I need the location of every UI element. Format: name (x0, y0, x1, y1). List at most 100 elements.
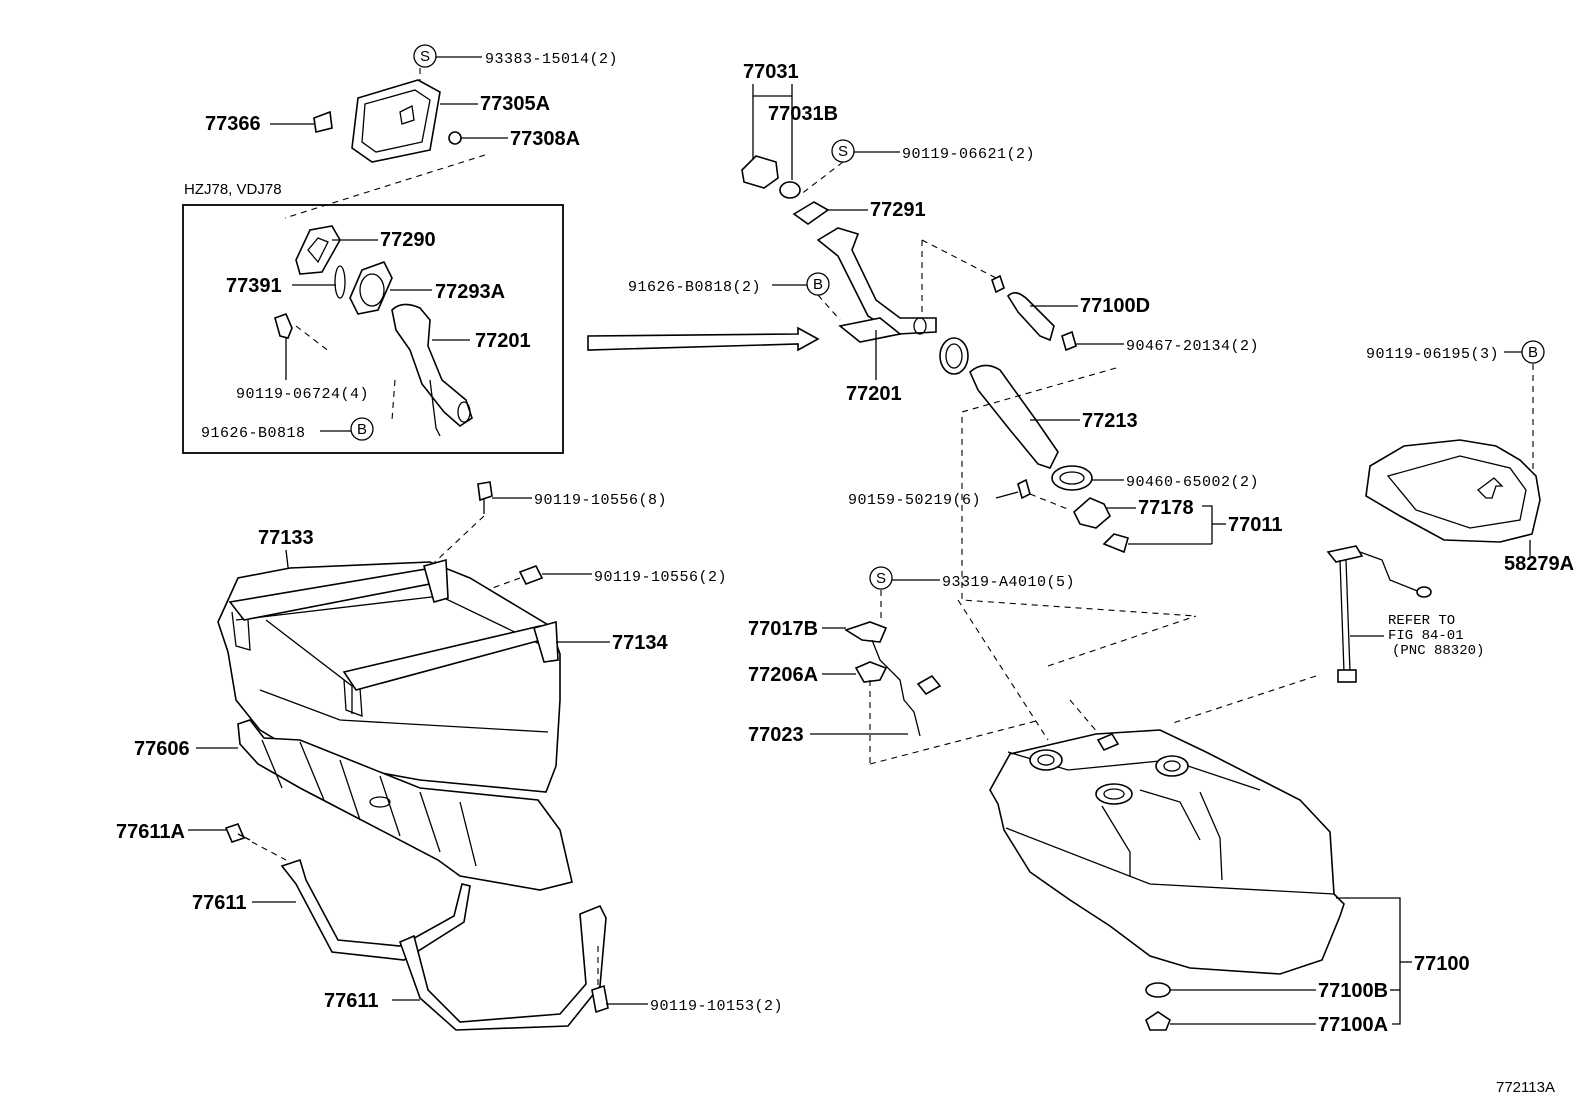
tank-port-3 (1155, 755, 1189, 777)
hzj78-vdj78-box: HZJ78, VDJ78 77290 77391 77293A 77201 90… (182, 181, 564, 454)
protector-58279A (1365, 439, 1541, 543)
label-90119-06621: 90119-06621(2) (902, 146, 1035, 163)
label-90119-10556-8: 90119-10556(8) (534, 492, 667, 509)
label-90119-10556-2: 90119-10556(2) (594, 569, 727, 586)
label-77031: 77031 (743, 61, 799, 83)
label-77206A: 77206A (748, 664, 818, 686)
label-77366: 77366 (205, 113, 261, 135)
fuel-tank-77100 (989, 729, 1345, 975)
label-77308A: 77308A (510, 128, 580, 150)
filler-pipe-group: 77031 77031B S 90119-06621(2) 77291 7720… (628, 61, 1283, 617)
svg-text:B: B (1528, 344, 1538, 361)
protector-group: 90119-06195(3) B 58279A REFER TO FIG 84-… (1169, 340, 1574, 725)
sender-77023 (916, 674, 942, 696)
label-77031B: 77031B (768, 103, 838, 125)
label-77100A: 77100A (1318, 1014, 1388, 1036)
fuel-lid-77305A (351, 79, 441, 163)
clamp-90460 (1051, 465, 1093, 491)
fuel-lid-group: S 93383-15014(2) 77305A 77366 77308A (205, 44, 618, 219)
svg-text:B: B (357, 421, 367, 438)
clamp-90467 (1061, 330, 1077, 352)
nut-77100A (1145, 1011, 1171, 1031)
cap-77031 (741, 155, 779, 189)
label-90119-06195: 90119-06195(3) (1366, 346, 1499, 363)
refer-line2: FIG 84-01 (1388, 628, 1464, 644)
label-77023: 77023 (748, 724, 804, 746)
label-93383-15014: 93383-15014(2) (485, 51, 618, 68)
s-marker-text: S (420, 48, 430, 65)
label-77201: 77201 (846, 383, 902, 405)
direction-arrow (587, 326, 820, 352)
svg-text:S: S (876, 570, 886, 587)
label-90159-50219: 90159-50219(6) (848, 492, 981, 509)
label-77611-upper: 77611 (192, 892, 247, 914)
label-77291: 77291 (870, 199, 926, 221)
label-77606: 77606 (134, 738, 190, 760)
label-77178: 77178 (1138, 497, 1194, 519)
label-77293A: 77293A (435, 281, 505, 303)
label-91626-B0818: 91626-B0818(2) (628, 279, 761, 296)
box-title: HZJ78, VDJ78 (184, 181, 282, 198)
bolt-90119-10153 (591, 984, 609, 1014)
label-90119-10153: 90119-10153(2) (650, 998, 783, 1015)
sender-gauge (1326, 545, 1364, 563)
main-tank-group: 77100 77100B 77100A (957, 599, 1470, 1036)
gasket-77178 (1102, 533, 1129, 554)
label-77391: 77391 (226, 275, 282, 297)
plate-77206A (854, 661, 888, 683)
label-58279A: 58279A (1504, 553, 1574, 575)
label-90467-20134: 90467-20134(2) (1126, 338, 1259, 355)
left-tank-group: 90119-10556(8) 77133 90119-10556(2) 7713… (116, 481, 783, 1031)
b-marker-box (350, 417, 374, 441)
clip-77366 (313, 110, 333, 133)
label-77100B: 77100B (1318, 980, 1388, 1002)
label-77611-lower: 77611 (324, 990, 379, 1012)
bolt-90119-10556-a (477, 481, 493, 502)
hose-77213 (969, 364, 1059, 469)
clamp-90460-a (939, 337, 969, 375)
label-77213: 77213 (1082, 410, 1138, 432)
label-90460-65002: 90460-65002(2) (1126, 474, 1259, 491)
protector-77606 (237, 719, 573, 891)
filler-pipe-77201 (391, 303, 473, 428)
tank-port-2 (1095, 783, 1133, 805)
label-77305A: 77305A (480, 93, 550, 115)
gasket-77031B (779, 181, 801, 199)
gasket-77291 (792, 201, 830, 225)
label-90119-06724: 90119-06724(4) (236, 386, 369, 403)
label-77017B: 77017B (748, 618, 818, 640)
label-77100D: 77100D (1080, 295, 1150, 317)
gasket-77017B (844, 621, 888, 643)
label-77201-box: 77201 (475, 330, 531, 352)
band-77611-lower (398, 904, 607, 1031)
sender-group: S 93319-A4010(5) 77017B 77206A 77023 (748, 566, 1075, 765)
label-91626-B0818-box: 91626-B0818 (201, 425, 306, 442)
bolt-77611A (224, 823, 246, 843)
bolt-90119-10556-b (518, 564, 544, 586)
label-77290: 77290 (380, 229, 436, 251)
label-77011: 77011 (1228, 514, 1283, 536)
gasket-77290 (295, 225, 341, 275)
refer-line1: REFER TO (1388, 613, 1455, 629)
hose-77100D (1006, 292, 1055, 342)
band-77611-upper (280, 858, 471, 961)
b-marker-90119-06195 (1521, 340, 1545, 364)
valve-77178 (1073, 497, 1111, 529)
bumper-77308A (448, 131, 462, 145)
label-93319-A4010: 93319-A4010(5) (942, 574, 1075, 591)
bolt-90159 (1017, 478, 1031, 500)
refer-line3: (PNC 88320) (1392, 643, 1484, 659)
figure-id: 772113A (1496, 1079, 1555, 1096)
s-marker-93319 (869, 566, 893, 590)
label-77611A: 77611A (116, 821, 185, 843)
label-77133: 77133 (258, 527, 314, 549)
label-77134: 77134 (612, 632, 668, 654)
clamp-small (991, 274, 1005, 294)
o-ring-77391 (334, 265, 346, 299)
label-77100: 77100 (1414, 953, 1470, 975)
tank-port-1 (1029, 749, 1063, 771)
svg-text:B: B (813, 276, 823, 293)
bolt-90119-06724 (274, 312, 293, 339)
cushion-77100B (1145, 982, 1171, 998)
